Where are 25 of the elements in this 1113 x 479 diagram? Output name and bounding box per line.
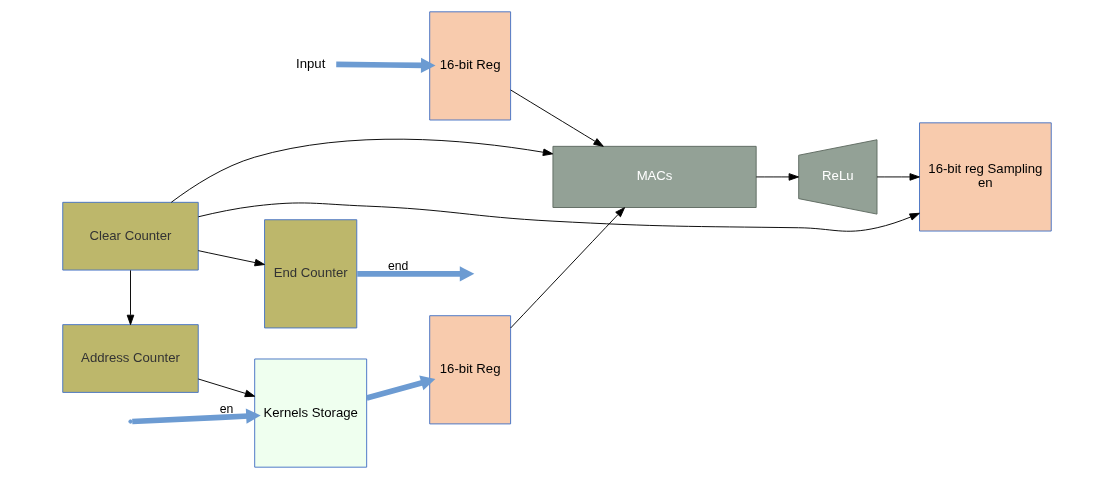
arrow [197, 378, 255, 398]
node-box: 16-bit Reg [428, 315, 511, 425]
node-text: Input [295, 55, 325, 71]
node-box: Address Counter [61, 324, 199, 393]
node-box: 16-bit Reg [428, 11, 511, 121]
arrow [335, 57, 435, 73]
arrow [197, 202, 920, 232]
arrow [170, 138, 553, 203]
node-box: End Counter [263, 219, 357, 329]
node-box: MACs [551, 145, 757, 208]
arrow [876, 173, 920, 181]
arrow [356, 266, 474, 282]
arrow [197, 250, 265, 267]
arrow [131, 408, 261, 425]
arrow [509, 89, 604, 147]
arrow [509, 207, 625, 329]
edge-label: en [219, 401, 233, 416]
edge-label: end [387, 259, 408, 274]
node-box: Kernels Storage [253, 358, 367, 468]
node-box: Clear Counter [61, 201, 199, 271]
arrow [365, 375, 435, 401]
arrow [126, 269, 134, 326]
arrow [755, 173, 799, 181]
node-box: ReLu [797, 139, 877, 215]
node-box: 16-bit reg Sampling en [918, 122, 1052, 232]
